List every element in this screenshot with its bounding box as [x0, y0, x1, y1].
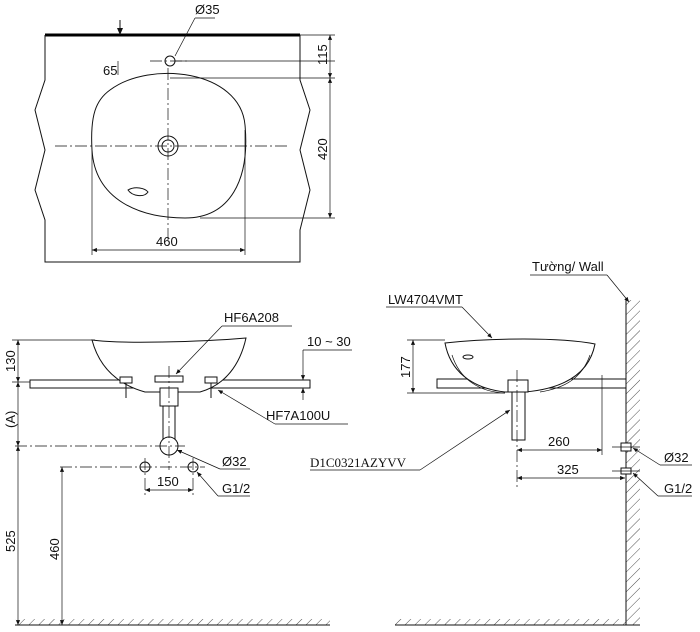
counter-thickness: 10 ~ 30 — [307, 334, 351, 349]
basin-outline — [91, 72, 247, 219]
top-view: Ø35 65 115 420 460 — [34, 2, 335, 263]
front-view: 150 130 (A) 525 460 HF6A208 10 ~ 30 HF7A… — [3, 310, 352, 626]
floor-hatch — [15, 619, 330, 625]
wall-hatch — [626, 300, 640, 625]
supply-thread: G1/2 — [222, 481, 250, 496]
model-label: LW4704VMT — [388, 292, 463, 307]
supply-thread-side: G1/2 — [664, 481, 692, 496]
depth-to-hole: 115 — [315, 44, 330, 65]
drain-body-side — [507, 379, 529, 393]
tap-hole-dia: Ø35 — [195, 2, 220, 17]
height-total: 525 — [3, 530, 18, 552]
basin-depth: 420 — [315, 138, 330, 160]
bracket-right — [204, 376, 218, 384]
side-view: 260 325 177 LW4704VMT Tường/ Wall D1C032… — [310, 259, 692, 626]
basin-height-side: 177 — [398, 356, 413, 378]
tap-offset: 65 — [103, 63, 117, 78]
basin-width: 460 — [156, 234, 178, 249]
basin-height: 130 — [3, 350, 18, 372]
wall-label: Tường/ Wall — [532, 259, 604, 274]
overflow-icon — [127, 187, 149, 197]
a-dimension: (A) — [3, 411, 18, 428]
supply-height: 460 — [47, 538, 62, 560]
dist-260: 260 — [548, 434, 570, 449]
bracket-label: HF7A100U — [266, 408, 330, 423]
trap-label: D1C0321AZYVV — [310, 455, 407, 470]
drain-label: HF6A208 — [224, 310, 279, 325]
drain-dia: Ø32 — [222, 454, 247, 469]
drain-dia-side: Ø32 — [664, 450, 689, 465]
dist-325: 325 — [557, 462, 579, 477]
bracket-left — [119, 376, 133, 384]
countertop-outline — [34, 35, 311, 263]
supply-spacing: 150 — [157, 474, 179, 489]
floor-hatch-side — [395, 619, 626, 625]
trap-pipe — [511, 391, 526, 441]
